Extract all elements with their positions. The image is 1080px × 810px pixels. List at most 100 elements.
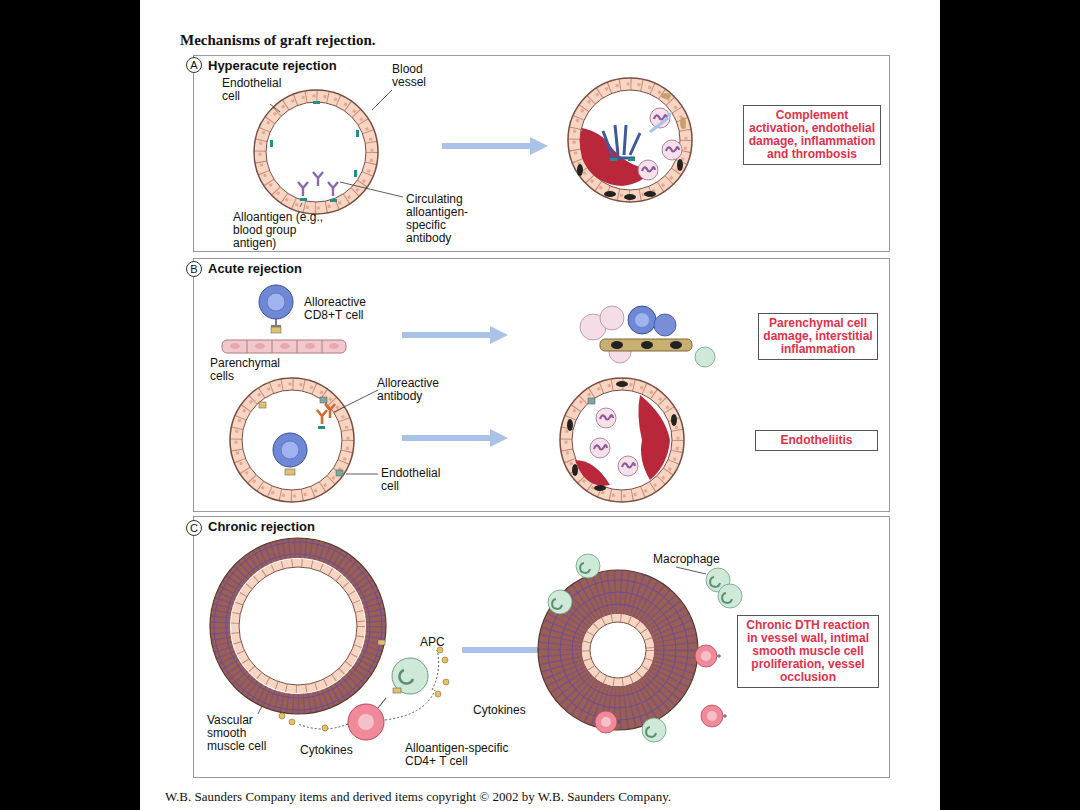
process-arrow (402, 429, 508, 447)
apc-cell (392, 658, 428, 694)
cytokine-dots (289, 719, 295, 725)
occluded-vessel (576, 554, 600, 578)
part-label: Blood vessel (392, 63, 442, 89)
occluded-vessel (572, 604, 664, 696)
cytokine-path (385, 690, 435, 720)
rejection-panel: Acute rejectionBParenchymal cell damage,… (193, 258, 890, 512)
copyright-caption: W.B. Saunders Company items and derived … (165, 789, 671, 805)
panel-letter: B (190, 263, 197, 275)
damaged-vessel (680, 117, 686, 129)
t-cell-attack (329, 343, 339, 349)
damaged-tissue (628, 306, 656, 334)
t-cell-attack (271, 327, 281, 333)
occluded-vessel (538, 570, 698, 730)
blood-vessel (325, 404, 335, 418)
cd4-t-cell (358, 714, 374, 730)
artery-wall (210, 538, 386, 714)
blood-vessel (242, 390, 342, 490)
panel-heading: Chronic rejection (208, 519, 315, 534)
damaged-vessel (610, 158, 617, 161)
damaged-tissue (635, 313, 649, 327)
blood-vessel (254, 90, 378, 214)
outcome-text: Endotheliitis (760, 434, 873, 447)
damaged-vessel (644, 191, 656, 197)
leader-line (258, 706, 262, 714)
occluded-vessel (642, 718, 666, 742)
inflamed-vessel (616, 381, 628, 387)
part-label: Endothelial cell (381, 467, 451, 493)
inflamed-vessel (572, 390, 672, 490)
occluded-vessel (718, 584, 742, 608)
cytokine-path (432, 650, 439, 690)
rejection-panel: Chronic rejectionCChronic DTH reaction i… (193, 516, 890, 778)
occluded-vessel (701, 705, 727, 727)
cytokine-dots (443, 679, 449, 685)
occluded-vessel (695, 645, 721, 667)
damaged-vessel (628, 158, 635, 161)
cd4-t-cell (348, 698, 386, 740)
leader-line (346, 474, 378, 475)
leader-line (334, 390, 378, 412)
blood-vessel (330, 199, 337, 202)
inflamed-vessel (560, 378, 684, 502)
process-arrow (402, 326, 508, 344)
apc-cell (399, 670, 413, 684)
cytokine-path (298, 650, 439, 729)
inflamed-vessel (567, 419, 573, 431)
inflamed-vessel (588, 398, 595, 404)
inflamed-vessel (590, 438, 610, 458)
occluded-vessel (548, 580, 688, 720)
diagram-title: Mechanisms of graft rejection. (180, 31, 376, 49)
inflamed-vessel (560, 378, 684, 502)
part-label: Alloreactive antibody (377, 377, 457, 403)
panel-letter-circle: B (186, 261, 202, 277)
damaged-vessel (577, 164, 583, 176)
t-cell-attack (255, 343, 265, 349)
part-label: Circulating alloantigen-specific antibod… (406, 193, 486, 245)
leader-line (676, 567, 706, 574)
blood-vessel (230, 378, 354, 502)
occluded-vessel (590, 622, 646, 678)
inflamed-vessel (618, 456, 638, 476)
t-cell-attack (247, 340, 322, 353)
t-cell-attack (305, 343, 315, 349)
damaged-vessel (666, 112, 672, 118)
leader-line (300, 203, 302, 207)
damaged-vessel (624, 194, 636, 200)
damaged-vessel (638, 160, 658, 180)
artery-wall (214, 542, 382, 710)
outcome-box: Endotheliitis (755, 430, 878, 451)
blood-vessel (356, 130, 359, 137)
inflamed-vessel (575, 460, 610, 486)
leader-line (340, 182, 403, 197)
part-label: Macrophage (653, 553, 743, 566)
blood-vessel (328, 182, 338, 196)
cytokine-dots (322, 725, 328, 731)
blood-vessel (336, 470, 343, 476)
blood-vessel (313, 172, 323, 186)
damaged-tissue (600, 339, 692, 351)
damaged-tissue (580, 306, 715, 367)
blood-vessel (259, 402, 266, 408)
apc-cell (392, 658, 428, 694)
damaged-vessel (568, 78, 692, 202)
inflamed-vessel (594, 485, 606, 491)
blood-vessel (230, 378, 354, 502)
damaged-tissue (695, 347, 715, 367)
outcome-text: Parenchymal cell damage, interstitial in… (763, 317, 873, 356)
artery-wall (235, 563, 361, 689)
occluded-vessel (548, 590, 572, 614)
blood-vessel (270, 140, 273, 147)
cd4-t-cell (348, 704, 384, 740)
leader-line (372, 90, 392, 110)
damaged-tissue (641, 341, 653, 349)
damaged-vessel (580, 90, 680, 190)
outcome-text: Chronic DTH reaction in vessel wall, int… (742, 619, 874, 684)
paper-ground (140, 0, 940, 810)
inflamed-vessel (572, 464, 578, 476)
damaged-vessel (568, 78, 692, 202)
damaged-vessel (603, 125, 640, 155)
part-label: Alloantigen (e.g., blood group antigen) (233, 211, 325, 250)
outcome-text: Complement activation, endothelial damag… (748, 109, 876, 161)
